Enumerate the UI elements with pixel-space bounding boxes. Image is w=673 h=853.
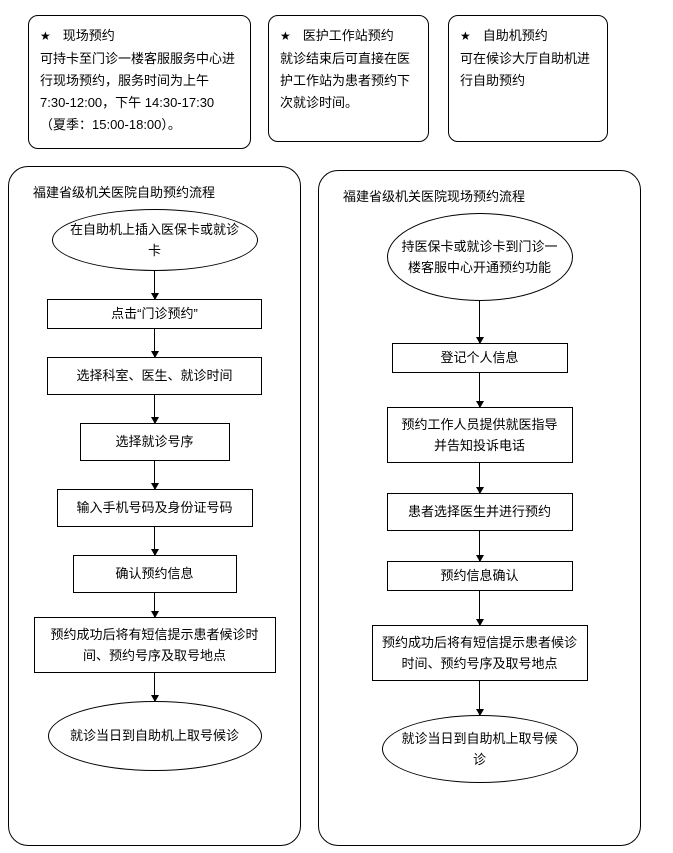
- note-title: 医护工作站预约: [302, 28, 394, 43]
- note-workstation-booking: ★ 医护工作站预约 就诊结束后可直接在医护工作站为患者预约下次就诊时间。: [268, 15, 429, 142]
- arrow-down-icon: [151, 593, 159, 618]
- arrow-down-icon: [476, 531, 484, 562]
- arrow-down-icon: [476, 681, 484, 716]
- star-icon: ★: [280, 28, 291, 43]
- flow-step: 登记个人信息: [391, 343, 568, 373]
- flow-step: 预约工作人员提供就医指导并告知投诉电话: [386, 407, 573, 463]
- note-body: 可持卡至门诊一楼客服服务中心进行现场预约，服务时间为上午 7:30-12:00，…: [40, 51, 236, 133]
- arrow-down-icon: [151, 329, 159, 358]
- star-icon: ★: [460, 28, 471, 43]
- arrow-down-icon: [151, 271, 159, 300]
- arrow-down-icon: [151, 395, 159, 424]
- arrow-down-icon: [151, 673, 159, 702]
- flowchart-title: 福建省级机关医院自助预约流程: [33, 185, 216, 200]
- note-onsite-booking: ★ 现场预约 可持卡至门诊一楼客服服务中心进行现场预约，服务时间为上午 7:30…: [28, 15, 251, 149]
- note-body: 就诊结束后可直接在医护工作站为患者预约下次就诊时间。: [280, 51, 411, 111]
- flowchart-onsite-booking: 福建省级机关医院现场预约流程 持医保卡或就诊卡到门诊一楼客服中心开通预约功能 登…: [318, 170, 641, 846]
- flow-step: 患者选择医生并进行预约: [386, 493, 573, 531]
- note-kiosk-booking: ★ 自助机预约 可在候诊大厅自助机进行自助预约: [448, 15, 608, 142]
- arrow-down-icon: [476, 591, 484, 626]
- arrow-down-icon: [476, 301, 484, 344]
- flow-step: 选择科室、医生、就诊时间: [47, 357, 262, 395]
- note-title-line: ★ 现场预约: [40, 25, 239, 47]
- star-icon: ★: [40, 28, 51, 43]
- flow-step: 点击“门诊预约”: [47, 299, 262, 329]
- arrow-down-icon: [476, 373, 484, 408]
- flow-step: 确认预约信息: [72, 555, 237, 593]
- flowchart-title: 福建省级机关医院现场预约流程: [343, 189, 526, 204]
- flow-step-end: 就诊当日到自助机上取号候诊: [381, 715, 578, 783]
- flow-step: 输入手机号码及身份证号码: [56, 489, 253, 527]
- flow-step: 预约成功后将有短信提示患者候诊时间、预约号序及取号地点: [33, 617, 276, 673]
- arrow-down-icon: [476, 463, 484, 494]
- flow-step-end: 就诊当日到自助机上取号候诊: [47, 701, 262, 771]
- note-title: 自助机预约: [482, 28, 548, 43]
- flow-step-start: 持医保卡或就诊卡到门诊一楼客服中心开通预约功能: [386, 213, 573, 301]
- flow-step: 预约信息确认: [386, 561, 573, 591]
- note-title-line: ★ 自助机预约: [460, 25, 596, 47]
- arrow-down-icon: [151, 527, 159, 556]
- flow-step-start: 在自助机上插入医保卡或就诊卡: [51, 209, 258, 271]
- flowchart-self-service-booking: 福建省级机关医院自助预约流程 在自助机上插入医保卡或就诊卡 点击“门诊预约” 选…: [8, 166, 301, 846]
- note-body: 可在候诊大厅自助机进行自助预约: [460, 51, 591, 89]
- flow-step: 预约成功后将有短信提示患者候诊时间、预约号序及取号地点: [371, 625, 588, 681]
- arrow-down-icon: [151, 461, 159, 490]
- note-title-line: ★ 医护工作站预约: [280, 25, 417, 47]
- flow-step: 选择就诊号序: [79, 423, 230, 461]
- note-title: 现场预约: [62, 28, 115, 43]
